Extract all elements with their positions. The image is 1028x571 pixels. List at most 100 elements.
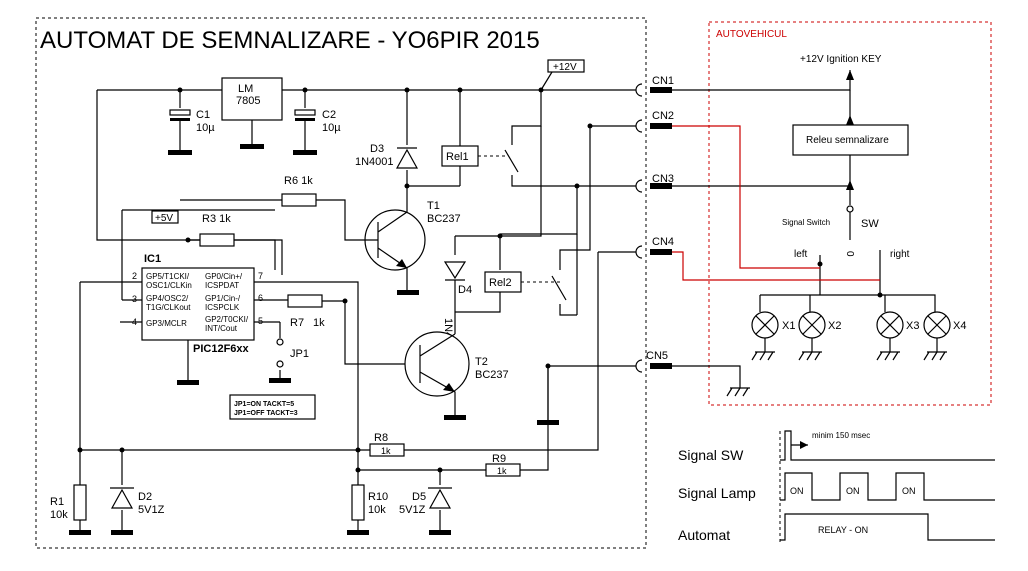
svg-text:INT/Cout: INT/Cout <box>205 324 238 333</box>
ic1-pic <box>141 267 255 341</box>
ground-symbol <box>111 530 133 535</box>
jp1-pin <box>276 338 284 346</box>
svg-text:ICSPCLK: ICSPCLK <box>205 303 240 312</box>
d2-part: 5V1Z <box>138 504 165 516</box>
r7-ref: R7 <box>290 317 304 329</box>
regulator-part: 7805 <box>236 95 260 107</box>
chassis-ground <box>876 351 900 361</box>
schematic-title: AUTOMAT DE SEMNALIZARE - YO6PIR 2015 <box>40 27 540 54</box>
t2-transistor <box>404 331 470 397</box>
right-label: right <box>890 249 910 260</box>
svg-text:3: 3 <box>132 294 137 304</box>
signal-relay-label: Releu semnalizare <box>806 135 889 146</box>
wave-automat <box>780 513 995 541</box>
timing-row-signal-sw: Signal SW <box>678 447 744 463</box>
d5-part: 5V1Z <box>399 504 426 516</box>
r9-resistor <box>485 463 521 477</box>
board-frame <box>35 17 647 549</box>
v5-rail-label <box>151 210 179 224</box>
lamp-on-1: ON <box>790 486 804 496</box>
r3-label: R3 1k <box>202 213 231 225</box>
connector-cn5: CN5 <box>635 350 672 373</box>
rel2-ref: Rel2 <box>489 277 512 289</box>
d3-diode <box>395 148 419 169</box>
svg-text:JP1=OFF TACKT=3: JP1=OFF TACKT=3 <box>234 410 298 417</box>
wire-cn4-right <box>672 251 880 281</box>
signal-relay-box <box>792 124 909 156</box>
t2-ref: T2 <box>475 356 488 368</box>
svg-text:5: 5 <box>258 316 263 326</box>
lamp-x1: X1 <box>751 311 795 352</box>
svg-text:X3: X3 <box>906 320 919 332</box>
c1-value: 10µ <box>196 122 215 134</box>
connector-cn3: CN3 <box>635 173 674 193</box>
d4-ref: D4 <box>458 284 472 296</box>
ground-symbol <box>429 530 451 535</box>
ground-symbol <box>293 150 317 155</box>
t1-ref: T1 <box>427 200 440 212</box>
t1-part: BC237 <box>427 213 461 225</box>
c2-ref: C2 <box>322 109 336 121</box>
svg-text:GP5/T1CKI/: GP5/T1CKI/ <box>146 272 190 281</box>
pulse-note: minim 150 msec <box>812 431 870 440</box>
svg-text:GP4/OSC2/: GP4/OSC2/ <box>146 294 189 303</box>
r3-resistor <box>199 233 235 247</box>
svg-text:CN5: CN5 <box>646 350 668 362</box>
svg-text:OSC1/CLKin: OSC1/CLKin <box>146 281 192 290</box>
c2-capacitor <box>294 109 316 116</box>
zero-label: 0 <box>844 251 855 257</box>
wire-cn2-left <box>672 125 820 269</box>
svg-text:X2: X2 <box>828 320 841 332</box>
r1-ref: R1 <box>50 496 64 508</box>
ignition-label: +12V Ignition KEY <box>800 54 882 65</box>
svg-text:JP1=ON TACKT=5: JP1=ON TACKT=5 <box>234 401 294 408</box>
svg-text:GP0/Cin+/: GP0/Cin+/ <box>205 272 243 281</box>
svg-text:GP3/MCLR: GP3/MCLR <box>146 319 187 328</box>
r1-value: 10k <box>50 509 68 521</box>
timing-row-automat: Automat <box>678 527 730 543</box>
svg-text:CN4: CN4 <box>652 236 674 248</box>
lamp-on-3: ON <box>902 486 916 496</box>
svg-text:X1: X1 <box>782 320 795 332</box>
lamp-x4: X4 <box>923 311 966 352</box>
connector-cn2: CN2 <box>635 110 674 133</box>
r10-resistor <box>351 484 365 521</box>
rel1-ref: Rel1 <box>446 151 469 163</box>
chassis-ground <box>798 351 822 361</box>
r1-resistor <box>73 484 87 521</box>
r8-resistor <box>369 443 405 457</box>
lm7805-regulator <box>221 77 283 121</box>
ground-symbol <box>444 415 466 420</box>
c2-value: 10µ <box>322 122 341 134</box>
regulator-name: LM <box>238 83 253 95</box>
lamp-on-2: ON <box>846 486 860 496</box>
r6-resistor <box>281 193 317 207</box>
wave-signal-sw <box>780 430 995 461</box>
ground-symbol <box>240 144 264 149</box>
c1-capacitor <box>169 109 191 116</box>
svg-text:ICSPDAT: ICSPDAT <box>205 281 239 290</box>
junction-dots <box>77 87 593 473</box>
relay-on-label: RELAY - ON <box>818 525 868 535</box>
r8-value: 1k <box>381 446 391 456</box>
r9-ref: R9 <box>492 453 506 465</box>
chassis-ground <box>923 351 947 361</box>
vehicle-frame <box>708 21 992 406</box>
svg-text:X4: X4 <box>953 320 966 332</box>
ground-symbol <box>397 290 419 295</box>
d2-ref: D2 <box>138 491 152 503</box>
svg-text:7: 7 <box>258 271 263 281</box>
svg-text:T1G/CLKout: T1G/CLKout <box>146 303 191 312</box>
svg-text:6: 6 <box>258 293 263 303</box>
r7-value: 1k <box>313 317 325 329</box>
d2-zener <box>110 488 134 509</box>
ground-symbol <box>168 150 192 155</box>
r10-value: 10k <box>368 504 386 516</box>
d5-ref: D5 <box>412 491 426 503</box>
c1-ref: C1 <box>196 109 210 121</box>
jp1-ref: JP1 <box>290 348 309 360</box>
r6-label: R6 1k <box>284 175 313 187</box>
wave-signal-lamp <box>780 472 995 501</box>
